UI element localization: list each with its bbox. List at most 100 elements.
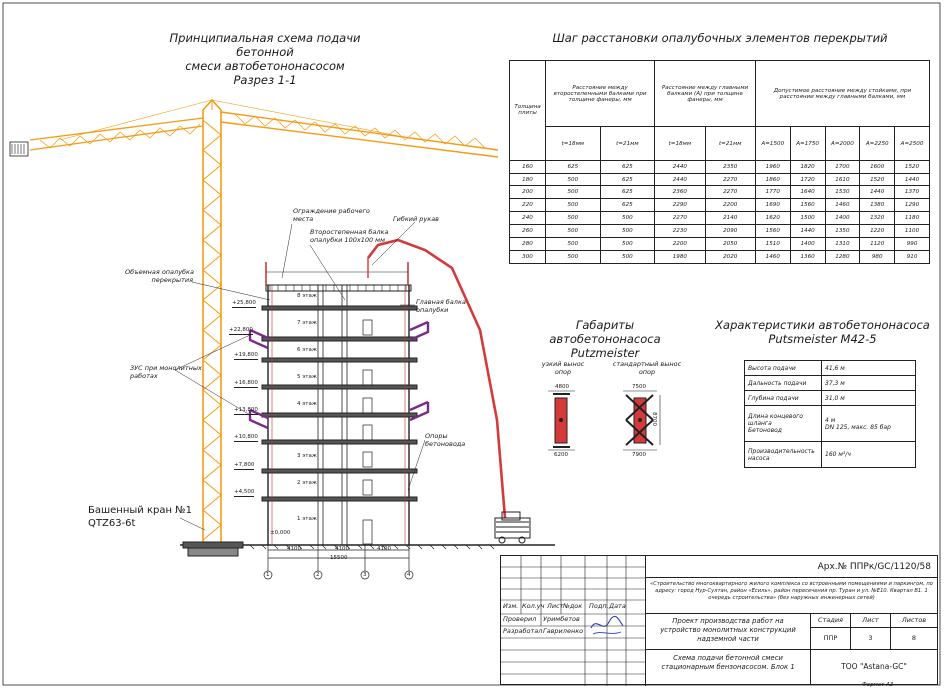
signature-mark xyxy=(590,615,624,635)
th-sub: A=2500 xyxy=(894,126,930,161)
checked-name: Уримбетов xyxy=(543,615,580,623)
table-cell: 2230 xyxy=(654,224,706,239)
counterweight xyxy=(9,141,29,157)
level-mark: +25,800 xyxy=(232,300,256,308)
chars-value: 31,0 м xyxy=(821,390,916,407)
table-cell: 1690 xyxy=(754,198,791,213)
table-cell: 1770 xyxy=(754,185,791,200)
table-cell: 220 xyxy=(508,198,547,213)
table-cell: 1560 xyxy=(789,198,826,213)
outrigger-std-label-line2: опор xyxy=(638,368,656,376)
outrigger-narrow-label-line2: опор xyxy=(554,368,572,376)
table-cell: 2270 xyxy=(704,172,756,187)
dev-name: Гавриленко xyxy=(543,627,584,635)
table-cell: 1560 xyxy=(754,224,791,239)
formwork-step-table: Толщина плиты Расстояние между второстеп… xyxy=(508,59,931,265)
dims-title-line1: Габариты автобетононасоса xyxy=(549,318,661,346)
table-cell: 2360 xyxy=(654,185,706,200)
chars-value: 37,3 м xyxy=(821,375,916,392)
table-cell: 1510 xyxy=(754,237,791,251)
annotation-guard: Ограждение рабочего места xyxy=(293,207,370,223)
sheets-value: 8 xyxy=(891,628,937,650)
level-mark: +19,800 xyxy=(234,352,258,360)
table-cell: 500 xyxy=(599,211,656,226)
annotation-guard-line2: места xyxy=(293,215,314,223)
level-mark: +4,500 xyxy=(234,489,255,497)
table-cell: 280 xyxy=(508,237,547,251)
outrigger-narrow-label: узкий вынос опор xyxy=(538,360,588,376)
th-sub: t=21мм xyxy=(704,126,756,161)
signature-grid: Изм. Кол.уч Лист №док Подп. Дата Провери… xyxy=(501,556,646,686)
chars-param: Глубина подачи xyxy=(744,390,822,407)
level-mark: +10,800 xyxy=(234,434,258,442)
work-title: Проект производства работ на устройство … xyxy=(646,614,811,650)
table-cell: 1500 xyxy=(789,211,826,226)
chars-title: Характеристики автобетононасоса Putsmeis… xyxy=(715,318,930,346)
table-cell: 2020 xyxy=(704,249,756,265)
floor-label: 3 этаж xyxy=(297,453,317,459)
col-sign: Подп. xyxy=(589,602,609,610)
th-main: Расстояние между главными балками (А) пр… xyxy=(654,59,756,128)
title-block: Изм. Кол.уч Лист №док Подп. Дата Провери… xyxy=(500,555,938,686)
table-cell: 1860 xyxy=(754,172,791,187)
table-cell: 200 xyxy=(508,185,547,200)
annotation-main-beam-line2: опалубки xyxy=(416,306,449,314)
sheets-header: Листов xyxy=(891,614,937,628)
floor-label: 7 этаж xyxy=(297,320,317,326)
table-cell: 625 xyxy=(599,185,656,200)
annotation-volume-form: Объемная опалубка перекрытия xyxy=(125,268,194,284)
table-cell: 1520 xyxy=(859,172,896,187)
narrow-top-dim: 4800 xyxy=(555,384,569,390)
th-sub: A=2000 xyxy=(824,126,861,161)
outrigger-narrow-diagram xyxy=(548,390,575,451)
table-cell: 1820 xyxy=(789,159,826,174)
table-cell: 500 xyxy=(545,237,601,251)
organization: ТОО "Astana-GC" xyxy=(841,662,907,671)
annotation-volume-form-line2: перекрытия xyxy=(151,276,193,284)
col-izm: Изм. xyxy=(503,602,519,610)
annotation-supports-line2: бетоновода xyxy=(425,440,466,448)
pump-truck xyxy=(494,511,531,544)
scaffolds xyxy=(248,320,430,430)
table-cell: 1440 xyxy=(894,172,930,187)
table-cell: 500 xyxy=(545,224,601,239)
dim-value: 4100 xyxy=(287,546,301,552)
col-date: Дата xyxy=(609,602,626,610)
tower-crane xyxy=(29,98,499,542)
crane-model: QTZ63-6t xyxy=(88,518,136,529)
th-sub: t=18мм xyxy=(654,126,706,161)
std-side-dim: 8700 xyxy=(651,412,657,426)
annotation-scaffold: ЗУС при монолитных работах xyxy=(130,364,202,380)
table-cell: 1440 xyxy=(859,185,896,200)
project-description: «Строительство многоквартирного жилого к… xyxy=(646,578,937,614)
stage-value: ППР xyxy=(811,628,851,650)
pump-boom xyxy=(366,238,507,519)
annotation-volume-form-line1: Объемная опалубка xyxy=(125,268,194,276)
crane-name: Башенный кран №1 xyxy=(88,505,192,516)
section-title-line-3: Разрез 1-1 xyxy=(233,73,297,87)
annotation-scaffold-line2: работах xyxy=(130,372,158,380)
table-cell: 500 xyxy=(599,224,656,239)
axis-label: 2 xyxy=(316,572,320,578)
th-sub: A=2250 xyxy=(859,126,896,161)
outrigger-std-label-line1: стандартный вынос xyxy=(612,360,682,368)
table-cell: 2090 xyxy=(704,224,756,239)
floor-label: 2 этаж xyxy=(297,480,317,486)
sheet-header: Лист xyxy=(851,614,891,628)
annotation-hose: Гибкий рукав xyxy=(393,215,440,223)
table-cell: 1290 xyxy=(894,198,930,213)
table-cell: 980 xyxy=(859,249,896,265)
building-section xyxy=(261,262,418,545)
dim-value: 4100 xyxy=(377,546,391,552)
annotation-guard-line1: Ограждение рабочего xyxy=(293,207,370,215)
bottom-dimensions xyxy=(263,545,414,580)
table-cell: 180 xyxy=(508,172,547,187)
sheet-value: 3 xyxy=(851,628,891,650)
